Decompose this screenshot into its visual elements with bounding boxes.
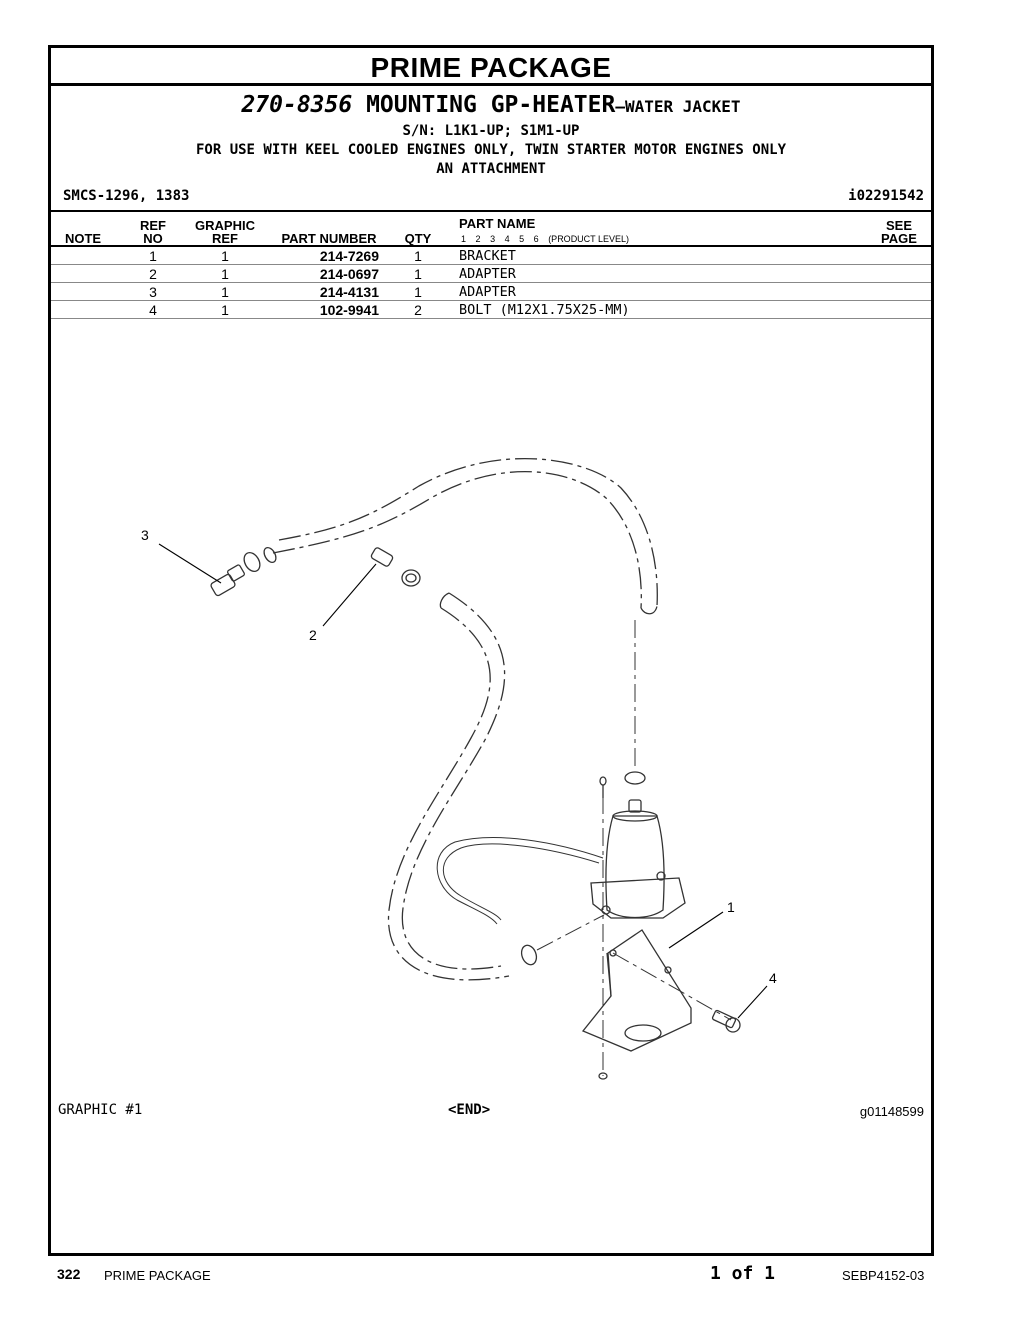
assembly-center-lines <box>536 620 732 1076</box>
header-ref-bottom: NO <box>143 231 163 246</box>
footer-page-number: 322 <box>57 1266 81 1282</box>
exploded-parts-illustration: 3 2 1 4 <box>141 457 777 1080</box>
hose-clamp <box>520 944 538 966</box>
part-name-cell: ADAPTER <box>459 266 516 282</box>
group-title: 270-8356 MOUNTING GP-HEATER—WATER JACKET <box>51 90 931 122</box>
group-number: 270-8356 <box>241 92 353 118</box>
ref-no-cell: 1 <box>149 248 157 264</box>
product-levels: 1 2 3 4 5 6 (PRODUCT LEVEL) <box>461 234 636 244</box>
qty-cell: 2 <box>414 302 422 318</box>
serial-numbers: S/N: L1K1-UP; S1M1-UP <box>402 123 580 139</box>
level-5: 5 <box>519 234 525 244</box>
level-6: 6 <box>533 234 539 244</box>
bracket-part <box>581 929 692 1052</box>
upper-hose <box>272 457 658 615</box>
row-divider <box>51 318 931 319</box>
table-row: 4 1 102-9941 2 BOLT (M12X1.75X25-MM) <box>51 301 931 319</box>
table-header-rule <box>51 245 931 247</box>
graphic-ref-cell: 1 <box>221 284 229 300</box>
end-marker: <END> <box>448 1102 491 1118</box>
table-row: 3 1 214-4131 1 ADAPTER <box>51 283 931 301</box>
group-name: MOUNTING GP-HEATER <box>366 92 616 118</box>
callout-4: 4 <box>769 970 777 986</box>
footer-page-of: 1 of 1 <box>710 1263 776 1284</box>
qty-cell: 1 <box>414 284 422 300</box>
table-row: 2 1 214-0697 1 ADAPTER <box>51 265 931 283</box>
attachment-note: AN ATTACHMENT <box>436 161 546 177</box>
wiring-harness <box>436 837 604 925</box>
part-name-cell: BOLT (M12X1.75X25-MM) <box>459 302 630 318</box>
header-note: NOTE <box>64 231 102 246</box>
header-part-number: PART NUMBER <box>281 231 377 246</box>
part-number-cell: 214-7269 <box>319 248 379 264</box>
graphic-code: g01148599 <box>859 1104 924 1119</box>
row-divider <box>51 300 931 301</box>
table-row: 1 1 214-7269 1 BRACKET <box>51 247 931 265</box>
level-2: 2 <box>475 234 481 244</box>
footer-section: PRIME PACKAGE <box>104 1268 211 1283</box>
adapter-3-part <box>210 546 277 597</box>
part-name-cell: ADAPTER <box>459 284 516 300</box>
part-name-cell: BRACKET <box>459 248 516 264</box>
graphic-ref-cell: 1 <box>221 248 229 264</box>
bolt-4-part <box>711 1009 741 1033</box>
smcs-code: SMCS-1296, 1383 <box>63 188 190 204</box>
level-3: 3 <box>490 234 496 244</box>
graphic-ref-cell: 1 <box>221 302 229 318</box>
level-4: 4 <box>504 234 510 244</box>
header-graphic-bottom: REF <box>212 231 238 246</box>
heater-unit <box>590 771 686 919</box>
header-graphic-top: GRAPHIC <box>195 218 255 233</box>
row-divider <box>51 282 931 283</box>
header-ref-top: REF <box>140 218 166 233</box>
callout-leaders <box>158 543 768 1019</box>
page-frame: PRIME PACKAGE 270-8356 MOUNTING GP-HEATE… <box>48 45 934 1256</box>
header-see-bottom: PAGE <box>881 231 917 246</box>
header-see-top: SEE <box>885 218 912 233</box>
level-1: 1 <box>461 234 467 244</box>
lower-hose <box>387 592 510 981</box>
part-number-cell: 214-0697 <box>319 266 379 282</box>
qty-cell: 1 <box>414 248 422 264</box>
graphic-ref-cell: 1 <box>221 266 229 282</box>
header-part-name: PART NAME <box>459 216 536 231</box>
ref-no-cell: 2 <box>149 266 157 282</box>
header-qty: QTY <box>404 231 432 246</box>
group-suffix: —WATER JACKET <box>615 97 741 116</box>
row-divider <box>51 264 931 265</box>
illustration-id: i02291542 <box>848 188 924 204</box>
part-number-cell: 214-4131 <box>319 284 379 300</box>
footer-doc-id: SEBP4152-03 <box>842 1268 925 1283</box>
usage-note: FOR USE WITH KEEL COOLED ENGINES ONLY, T… <box>195 142 786 158</box>
section-title: PRIME PACKAGE <box>51 48 931 86</box>
adapter-2-part <box>370 547 421 587</box>
ref-no-cell: 4 <box>149 302 157 318</box>
group-title-block: 270-8356 MOUNTING GP-HEATER—WATER JACKET… <box>51 90 931 179</box>
table-top-rule <box>51 210 931 212</box>
callout-3: 3 <box>141 527 149 543</box>
callout-2: 2 <box>309 627 317 643</box>
bottom-nut <box>598 1072 608 1080</box>
ref-no-cell: 3 <box>149 284 157 300</box>
levels-label: (PRODUCT LEVEL) <box>548 234 630 244</box>
callout-1: 1 <box>727 899 735 915</box>
qty-cell: 1 <box>414 266 422 282</box>
part-number-cell: 102-9941 <box>319 302 379 318</box>
graphic-label: GRAPHIC #1 <box>58 1102 143 1118</box>
